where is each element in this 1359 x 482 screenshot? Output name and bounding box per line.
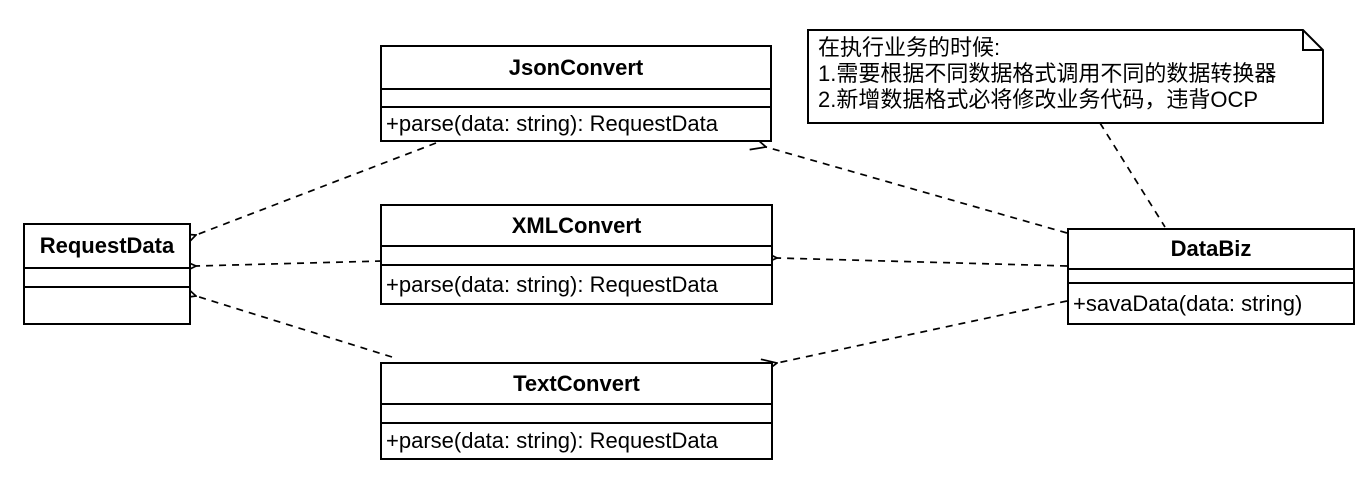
arrow-databiz-to-xmlconvert (777, 258, 1068, 267)
note-line-3: 2.新增数据格式必将修改业务代码，违背OCP (818, 87, 1259, 112)
class-name: TextConvert (382, 364, 771, 405)
class-name: RequestData (25, 225, 189, 269)
class-methods-section: +savaData(data: string) (1069, 284, 1353, 323)
class-method: +parse(data: string): RequestData (386, 428, 719, 453)
class-box-textconvert: TextConvert +parse(data: string): Reques… (380, 362, 773, 460)
class-box-databiz: DataBiz +savaData(data: string) (1067, 228, 1355, 325)
arrow-databiz-to-textconvert (777, 300, 1068, 363)
class-attributes-section (25, 269, 189, 288)
class-box-requestdata: RequestData (23, 223, 191, 325)
class-methods-section (25, 288, 189, 323)
class-box-xmlconvert: XMLConvert +parse(data: string): Request… (380, 204, 773, 305)
line-note-to-databiz (1099, 122, 1166, 228)
class-attributes-section (382, 405, 771, 424)
class-name: DataBiz (1069, 230, 1353, 270)
class-attributes-section (1069, 270, 1353, 284)
class-attributes-section (382, 90, 770, 108)
class-method: +parse(data: string): RequestData (386, 111, 719, 136)
arrow-databiz-to-jsonconvert (766, 147, 1068, 234)
arrow-textconvert-to-requestdata (196, 296, 393, 358)
note-line-1: 在执行业务的时候: (818, 35, 1001, 60)
note-fold-icon (1302, 30, 1323, 51)
class-method: +parse(data: string): RequestData (386, 271, 719, 297)
class-methods-section: +parse(data: string): RequestData (382, 424, 771, 458)
class-attributes-section (382, 247, 771, 266)
arrow-xmlconvert-to-requestdata (196, 261, 383, 266)
class-name: JsonConvert (382, 47, 770, 90)
note-shape (807, 29, 1324, 124)
class-name: XMLConvert (382, 206, 771, 247)
class-methods-section: +parse(data: string): RequestData (382, 266, 771, 303)
class-methods-section: +parse(data: string): RequestData (382, 108, 770, 140)
class-box-jsonconvert: JsonConvert +parse(data: string): Reques… (380, 45, 772, 142)
note-line-2: 1.需要根据不同数据格式调用不同的数据转换器 (818, 61, 1277, 86)
class-method: +savaData(data: string) (1073, 290, 1303, 316)
note-annotation: 在执行业务的时候: 1.需要根据不同数据格式调用不同的数据转换器 2.新增数据格… (808, 30, 1323, 123)
arrow-jsonconvert-to-requestdata (196, 142, 437, 235)
